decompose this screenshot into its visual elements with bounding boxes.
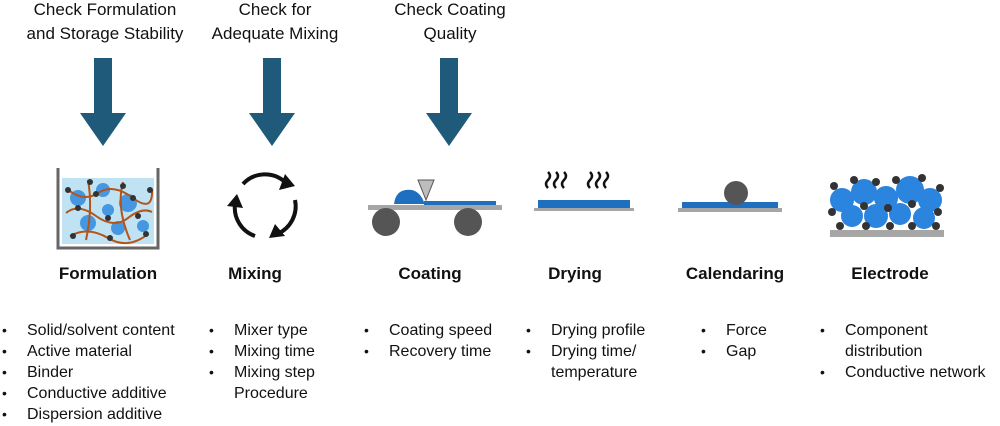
list-item: •Recovery time	[364, 343, 492, 360]
stage-title-formulation: Formulation	[58, 264, 158, 283]
check-coating-label: Check Coating Quality	[394, 0, 506, 43]
list-item: •Dispersion additive	[2, 406, 163, 423]
list-item: •Conductive network	[820, 364, 986, 381]
stage-title-coating: Coating	[398, 264, 462, 283]
down-arrow-icon	[80, 58, 126, 146]
stage-title-electrode: Electrode	[851, 264, 929, 283]
list-item: •Component	[820, 322, 928, 339]
slurry-beaker-icon	[56, 168, 160, 250]
electrode-parameter-list: •Component distribution •Conductive netw…	[818, 320, 986, 383]
formulation-parameter-list: •Solid/solvent content •Active material …	[0, 320, 175, 425]
drying-heat-icon	[534, 171, 634, 211]
mixing-parameter-list: •Mixer type •Mixing time •Mixing step Pr…	[207, 320, 315, 404]
list-item: •Mixer type	[209, 322, 308, 339]
list-item: Procedure	[234, 385, 308, 402]
calendaring-parameter-list: •Force •Gap	[699, 320, 767, 362]
list-item: •Binder	[2, 364, 74, 381]
list-item: •Conductive additive	[2, 385, 167, 402]
list-item: •Drying time/	[526, 343, 637, 360]
drying-parameter-list: •Drying profile •Drying time/ temperatur…	[524, 320, 645, 383]
list-item: •Mixing time	[209, 343, 315, 360]
check-formulation-label: Check Formulation and Storage Stability	[26, 0, 184, 43]
check-mixing-label: Check for Adequate Mixing	[211, 0, 339, 43]
stage-title-mixing: Mixing	[228, 264, 282, 283]
stage-title-drying: Drying	[548, 264, 602, 283]
list-item: distribution	[845, 343, 923, 360]
list-item: •Solid/solvent content	[2, 322, 175, 339]
calendaring-roller-icon	[678, 181, 782, 212]
mixing-cycle-icon	[227, 172, 298, 238]
list-item: temperature	[551, 364, 638, 381]
list-item: •Mixing step	[209, 364, 315, 381]
down-arrow-icon	[249, 58, 295, 146]
electrode-structure-icon	[828, 174, 944, 237]
list-item: •Force	[701, 322, 767, 339]
stage-title-calendaring: Calendaring	[685, 264, 785, 283]
list-item: •Active material	[2, 343, 132, 360]
list-item: •Gap	[701, 343, 757, 360]
list-item: •Drying profile	[526, 322, 646, 339]
coating-blade-icon	[368, 179, 502, 236]
down-arrow-icon	[426, 58, 472, 146]
list-item: •Coating speed	[364, 322, 493, 339]
coating-parameter-list: •Coating speed •Recovery time	[362, 320, 492, 362]
